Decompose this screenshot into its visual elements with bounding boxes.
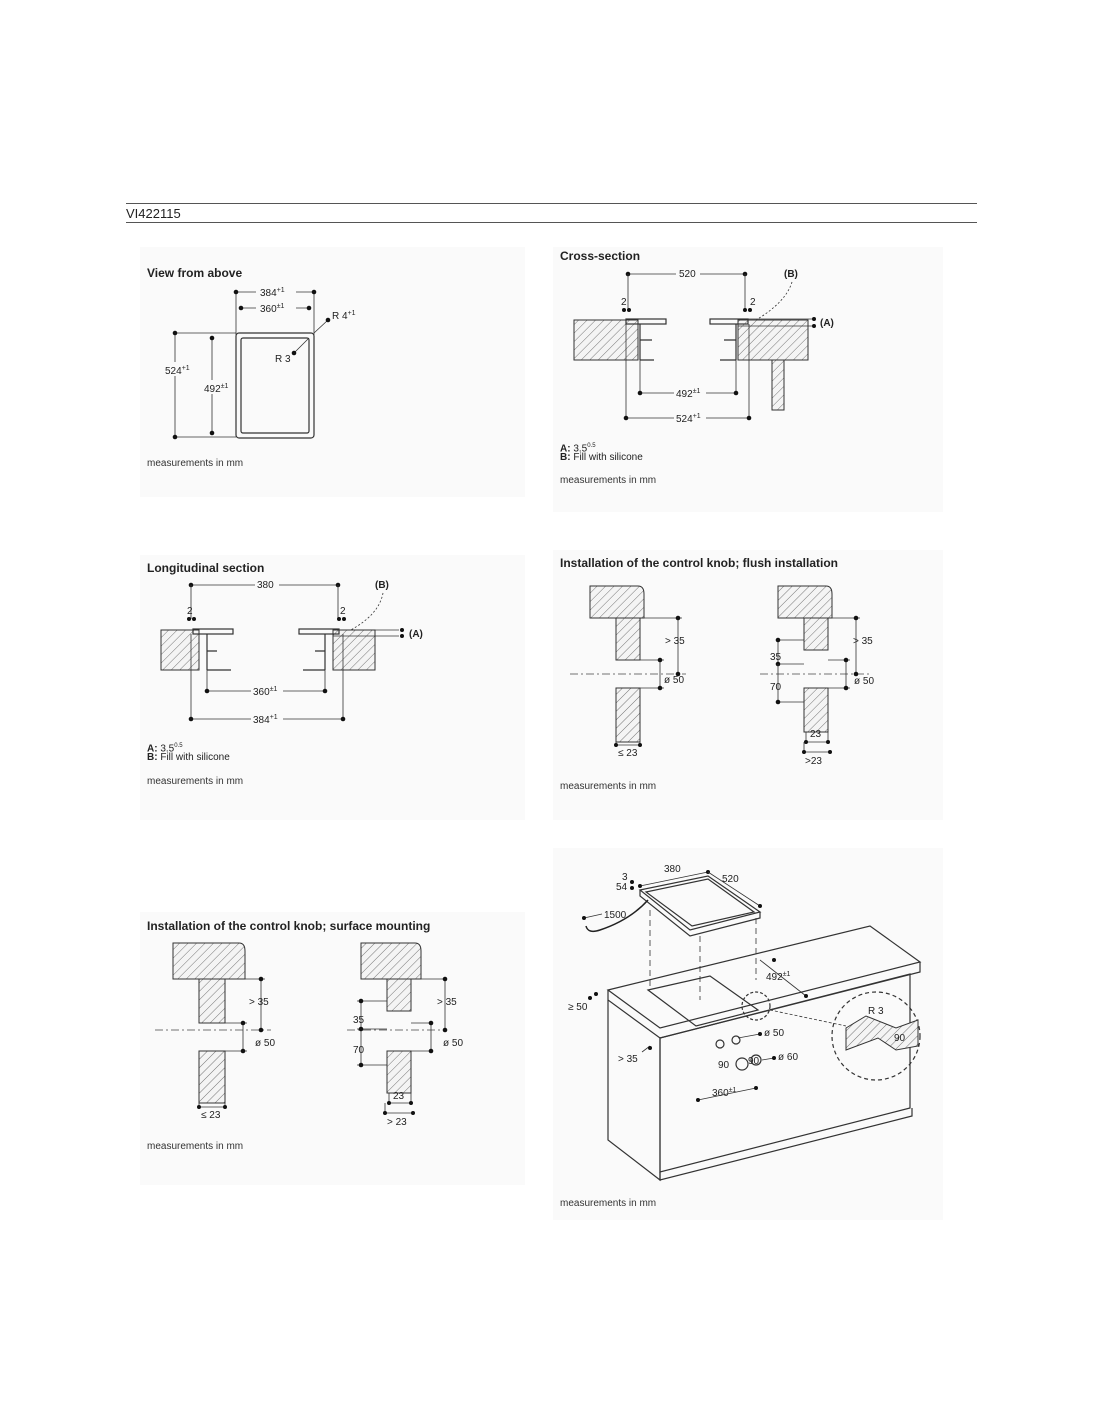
dim-long-top: 380 xyxy=(257,580,274,591)
dim-width-outer: 384+1 xyxy=(260,287,285,299)
dim-iso-90a: 90 xyxy=(718,1060,730,1071)
dim-surface-right-dia50: ø 50 xyxy=(443,1038,463,1049)
header-rule-top xyxy=(126,203,977,204)
dim-long-gap-right: 2 xyxy=(340,606,346,617)
dim-surface-right-70: 70 xyxy=(353,1045,365,1056)
dim-long-inner: 360±1 xyxy=(253,686,278,698)
note-long-a: A: 3.50.5 xyxy=(147,743,183,755)
label-long-b: (B) xyxy=(375,580,389,591)
title-view-from-above: View from above xyxy=(147,266,243,280)
dim-surface-left-le23: ≤ 23 xyxy=(201,1110,221,1121)
footnote-knob-flush: measurements in mm xyxy=(560,781,657,792)
footnote-cross-section: measurements in mm xyxy=(560,475,657,486)
dim-cross-top: 520 xyxy=(679,269,696,280)
dim-flush-right-gt23: >23 xyxy=(805,756,822,767)
drawing-isometric: 380 520 3 54 1500 492±1 ≥ 50 ø 50 > 35 9… xyxy=(568,864,922,1182)
drawing-view-from-above: 384+1 360±1 R 4+1 R 3 524+1 492±1 xyxy=(162,286,356,440)
dim-surface-left-gt35: > 35 xyxy=(249,997,269,1008)
drawing-knob-flush: > 35 ø 50 ≤ 23 > 35 ø 50 35 70 23 >23 xyxy=(570,585,874,767)
dim-iso-520: 520 xyxy=(722,874,739,885)
dim-cross-inner: 492±1 xyxy=(676,388,701,400)
dim-flush-right-70: 70 xyxy=(770,682,782,693)
footnote-longitudinal-section: measurements in mm xyxy=(147,776,244,787)
dim-iso-ge50: ≥ 50 xyxy=(568,1002,588,1013)
label-detail-90: 90 xyxy=(894,1033,906,1044)
panel-longitudinal-section xyxy=(140,555,525,820)
title-cross-section: Cross-section xyxy=(560,249,641,263)
dim-iso-1500: 1500 xyxy=(604,910,627,921)
dim-flush-right-dia50: ø 50 xyxy=(854,676,874,687)
dim-flush-right-23: 23 xyxy=(810,729,822,740)
dim-surface-right-gt23: > 23 xyxy=(387,1117,407,1128)
dim-radius-outer: R 4+1 xyxy=(332,310,356,322)
dim-iso-dia60: ø 60 xyxy=(778,1052,798,1063)
model-number: VI422115 xyxy=(126,206,181,221)
dim-long-gap-left: 2 xyxy=(187,606,193,617)
dim-iso-492: 492±1 xyxy=(766,971,791,983)
dim-width-inner: 360±1 xyxy=(260,303,285,315)
dim-radius-inner: R 3 xyxy=(275,354,291,365)
dim-long-outer: 384+1 xyxy=(253,714,278,726)
dim-flush-right-gt35: > 35 xyxy=(853,636,873,647)
dim-surface-right-35: 35 xyxy=(353,1015,365,1026)
dim-surface-right-gt35: > 35 xyxy=(437,997,457,1008)
footnote-isometric: measurements in mm xyxy=(560,1198,657,1209)
label-cross-b: (B) xyxy=(784,269,798,280)
drawing-cross-section: 520 2 2 (B) (A) 492±1 524+1 xyxy=(573,267,834,425)
dim-cross-gap-right: 2 xyxy=(750,297,756,308)
label-long-a: (A) xyxy=(409,629,423,640)
footnote-view-from-above: measurements in mm xyxy=(147,458,244,469)
dim-flush-left-gt35: > 35 xyxy=(665,636,685,647)
label-cross-a: (A) xyxy=(820,318,834,329)
dim-surface-left-dia50: ø 50 xyxy=(255,1038,275,1049)
dim-iso-380: 380 xyxy=(664,864,681,875)
header-rule-bottom xyxy=(126,222,977,223)
note-cross-b: B: Fill with silicone xyxy=(560,452,643,463)
note-long-b: B: Fill with silicone xyxy=(147,752,230,763)
dim-surface-right-23: 23 xyxy=(393,1091,405,1102)
dim-iso-360: 360±1 xyxy=(712,1087,737,1099)
dim-flush-left-le23: ≤ 23 xyxy=(618,748,638,759)
panel-cross-section xyxy=(553,247,943,512)
dim-height-outer: 524+1 xyxy=(165,365,190,377)
dim-cross-outer: 524+1 xyxy=(676,413,701,425)
title-knob-surface: Installation of the control knob; surfac… xyxy=(147,919,431,933)
drawing-longitudinal-section: 380 2 2 (B) (A) 360±1 384+1 xyxy=(160,578,423,726)
panel-view-from-above xyxy=(140,247,525,497)
title-knob-flush: Installation of the control knob; flush … xyxy=(560,556,838,570)
footnote-knob-surface: measurements in mm xyxy=(147,1141,244,1152)
dim-iso-54: 54 xyxy=(616,882,628,893)
label-detail-r3: R 3 xyxy=(868,1006,884,1017)
dim-height-inner: 492±1 xyxy=(204,383,229,395)
title-longitudinal-section: Longitudinal section xyxy=(147,561,265,575)
note-cross-a: A: 3.50.5 xyxy=(560,443,596,455)
dim-iso-3: 3 xyxy=(622,872,628,883)
dim-flush-right-35: 35 xyxy=(770,652,782,663)
dim-cross-gap-left: 2 xyxy=(621,297,627,308)
drawing-knob-surface: > 35 ø 50 ≤ 23 > 35 ø 50 35 70 23 > 23 xyxy=(155,942,463,1128)
dim-flush-left-dia50: ø 50 xyxy=(664,675,684,686)
dim-iso-gt35: > 35 xyxy=(618,1054,638,1065)
dim-iso-90b: 90 xyxy=(748,1056,760,1067)
dim-iso-dia50: ø 50 xyxy=(764,1028,784,1039)
